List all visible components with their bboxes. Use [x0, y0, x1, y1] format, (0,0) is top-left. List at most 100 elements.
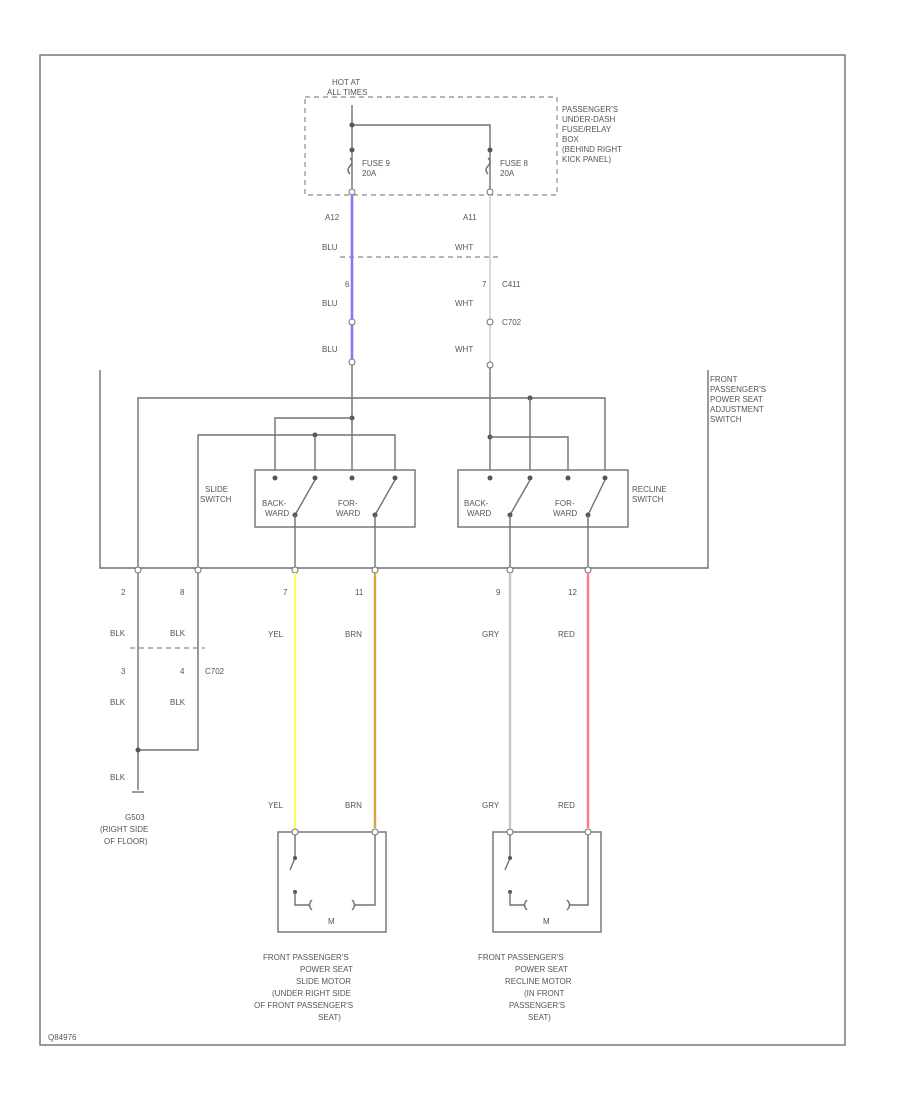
- feed-wire: [490, 436, 569, 470]
- pin-3: 3: [121, 667, 126, 676]
- motor-brush-icon: [523, 899, 571, 911]
- recline-backward-label-2: WARD: [467, 509, 491, 518]
- connector-pin: [371, 566, 379, 574]
- svg-text:FRONT PASSENGER'S: FRONT PASSENGER'S: [263, 953, 349, 962]
- slide-motor-label: FRONT PASSENGER'S POWER SEAT SLIDE MOTOR…: [254, 953, 353, 1022]
- svg-text:FRONT: FRONT: [710, 375, 738, 384]
- pin-7: 7: [482, 280, 487, 289]
- connector-pin: [371, 828, 379, 836]
- wire-color-blu: BLU: [322, 243, 338, 252]
- hot-label-1: HOT AT: [332, 78, 360, 87]
- fuse-9-symbol: [347, 157, 353, 175]
- connector-pin: [506, 566, 514, 574]
- fuse-9-rating: 20A: [362, 169, 377, 178]
- forward-contact-blade: [587, 479, 606, 516]
- switch-assembly-outline: [99, 370, 709, 569]
- splice-dot: [349, 122, 355, 128]
- wire-color-blu: BLU: [322, 299, 338, 308]
- wire-color-blk: BLK: [170, 698, 186, 707]
- wire-color-blk: BLK: [170, 629, 186, 638]
- slide-motor-winding: [294, 892, 310, 906]
- switch-assembly-label: FRONT PASSENGER'S POWER SEAT ADJUSTMENT …: [710, 375, 766, 424]
- diagram-frame: [39, 54, 846, 1046]
- slide-motor-winding: [289, 835, 296, 871]
- svg-text:POWER SEAT: POWER SEAT: [710, 395, 763, 404]
- pin-11: 11: [355, 588, 364, 597]
- fuse-8-label: FUSE 8: [500, 159, 529, 168]
- svg-text:(IN FRONT: (IN FRONT: [524, 989, 565, 998]
- fuse-8-symbol: [485, 157, 491, 175]
- fuse-8-wire: [352, 124, 491, 190]
- svg-text:(BEHIND RIGHT: (BEHIND RIGHT: [562, 145, 622, 154]
- forward-contact-blade: [374, 479, 396, 516]
- motor-m-label: M: [543, 917, 550, 926]
- wire-color-gry: GRY: [482, 630, 500, 639]
- contact-dot: [392, 475, 398, 481]
- connector-pin: [348, 318, 356, 326]
- pin-2: 2: [121, 588, 126, 597]
- recline-motor-winding: [509, 892, 525, 906]
- svg-text:ADJUSTMENT: ADJUSTMENT: [710, 405, 764, 414]
- wire-color-wht: WHT: [455, 345, 473, 354]
- slide-backward-label-2: WARD: [265, 509, 289, 518]
- wire-color-red: RED: [558, 801, 575, 810]
- connector-pin: [348, 188, 356, 196]
- recline-backward-label-1: BACK-: [464, 499, 489, 508]
- contact-dot: [565, 475, 571, 481]
- svg-text:FRONT PASSENGER'S: FRONT PASSENGER'S: [478, 953, 564, 962]
- svg-text:PASSENGER'S: PASSENGER'S: [509, 1001, 565, 1010]
- blk-ground-wire: [138, 573, 199, 751]
- pin-12: 12: [568, 588, 577, 597]
- svg-text:SWITCH: SWITCH: [710, 415, 742, 424]
- svg-text:OF FLOOR): OF FLOOR): [104, 837, 148, 846]
- recline-motor-winding: [504, 835, 511, 871]
- connector-pin: [584, 566, 592, 574]
- svg-text:BOX: BOX: [562, 135, 580, 144]
- slide-switch-label-2: SWITCH: [200, 495, 232, 504]
- recline-switch-label-1: RECLINE: [632, 485, 667, 494]
- ground-bus: [197, 434, 396, 568]
- connector-pin: [486, 318, 494, 326]
- contact-dot: [527, 475, 533, 481]
- wire-color-yel: YEL: [268, 801, 284, 810]
- wire-color-blk: BLK: [110, 698, 126, 707]
- pin-6: 6: [345, 280, 350, 289]
- pin-7: 7: [283, 588, 288, 597]
- slide-motor: [277, 831, 387, 933]
- pin-4: 4: [180, 667, 185, 676]
- connector-pin: [348, 358, 356, 366]
- connector-pin: [486, 361, 494, 369]
- svg-text:KICK PANEL): KICK PANEL): [562, 155, 612, 164]
- wire-color-wht: WHT: [455, 243, 473, 252]
- pin-8: 8: [180, 588, 185, 597]
- splice-dot: [135, 747, 141, 753]
- svg-text:RECLINE MOTOR: RECLINE MOTOR: [505, 977, 572, 986]
- connector-a11: A11: [463, 213, 477, 222]
- slide-switch-label-1: SLIDE: [205, 485, 228, 494]
- recline-motor-winding: [569, 835, 589, 906]
- contact-dot: [349, 475, 355, 481]
- connector-pin: [506, 828, 514, 836]
- wire-color-red: RED: [558, 630, 575, 639]
- wire-color-blk: BLK: [110, 629, 126, 638]
- contact-dot: [293, 856, 297, 860]
- slide-forward-label-2: WARD: [336, 509, 360, 518]
- recline-motor-label: FRONT PASSENGER'S POWER SEAT RECLINE MOT…: [478, 953, 572, 1022]
- recline-forward-label-1: FOR-: [555, 499, 575, 508]
- svg-text:FUSE/RELAY: FUSE/RELAY: [562, 125, 612, 134]
- connector-pin: [291, 566, 299, 574]
- hot-label-2: ALL TIMES: [327, 88, 367, 97]
- svg-text:POWER SEAT: POWER SEAT: [515, 965, 568, 974]
- connector-c702: C702: [205, 667, 225, 676]
- connector-pin: [194, 566, 202, 574]
- backward-contact-blade: [509, 479, 531, 516]
- wire-color-gry: GRY: [482, 801, 500, 810]
- svg-text:OF FRONT PASSENGER'S: OF FRONT PASSENGER'S: [254, 1001, 353, 1010]
- svg-text:PASSENGER'S: PASSENGER'S: [710, 385, 766, 394]
- connector-pin: [486, 188, 494, 196]
- slide-motor-winding: [354, 835, 376, 906]
- slide-backward-label-1: BACK-: [262, 499, 287, 508]
- svg-text:SLIDE MOTOR: SLIDE MOTOR: [296, 977, 351, 986]
- slide-forward-label-1: FOR-: [338, 499, 358, 508]
